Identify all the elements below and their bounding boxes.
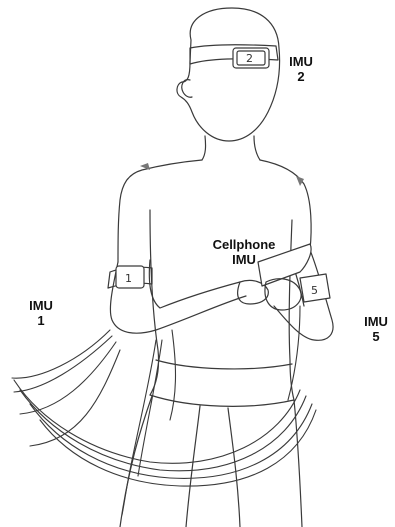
imu-1-tag: 1 — [125, 272, 132, 285]
imu-5-tag: 5 — [311, 284, 318, 297]
label-imu-1-name: IMU — [26, 298, 56, 313]
label-cellphone-name: Cellphone — [199, 237, 289, 252]
neck — [202, 136, 260, 160]
ear — [182, 80, 192, 98]
waistline — [156, 360, 292, 369]
label-imu-1-number: 1 — [26, 313, 56, 328]
label-cellphone-imu-text: IMU — [199, 252, 289, 267]
right-leg — [228, 408, 240, 527]
head-outline — [177, 8, 280, 141]
torso-right — [289, 220, 294, 400]
label-imu-5: IMU 5 — [359, 314, 393, 344]
label-imu-2-number: 2 — [282, 69, 320, 84]
label-imu-5-number: 5 — [359, 329, 393, 344]
label-cellphone-imu: Cellphone IMU — [199, 237, 289, 267]
label-imu-5-name: IMU — [359, 314, 393, 329]
label-imu-2: IMU 2 — [282, 54, 320, 84]
label-imu-2-name: IMU — [282, 54, 320, 69]
left-shoulder — [118, 160, 202, 262]
imu-2-tag: 2 — [246, 52, 253, 65]
sensor-cables — [12, 306, 316, 515]
label-imu-1: IMU 1 — [26, 298, 56, 328]
